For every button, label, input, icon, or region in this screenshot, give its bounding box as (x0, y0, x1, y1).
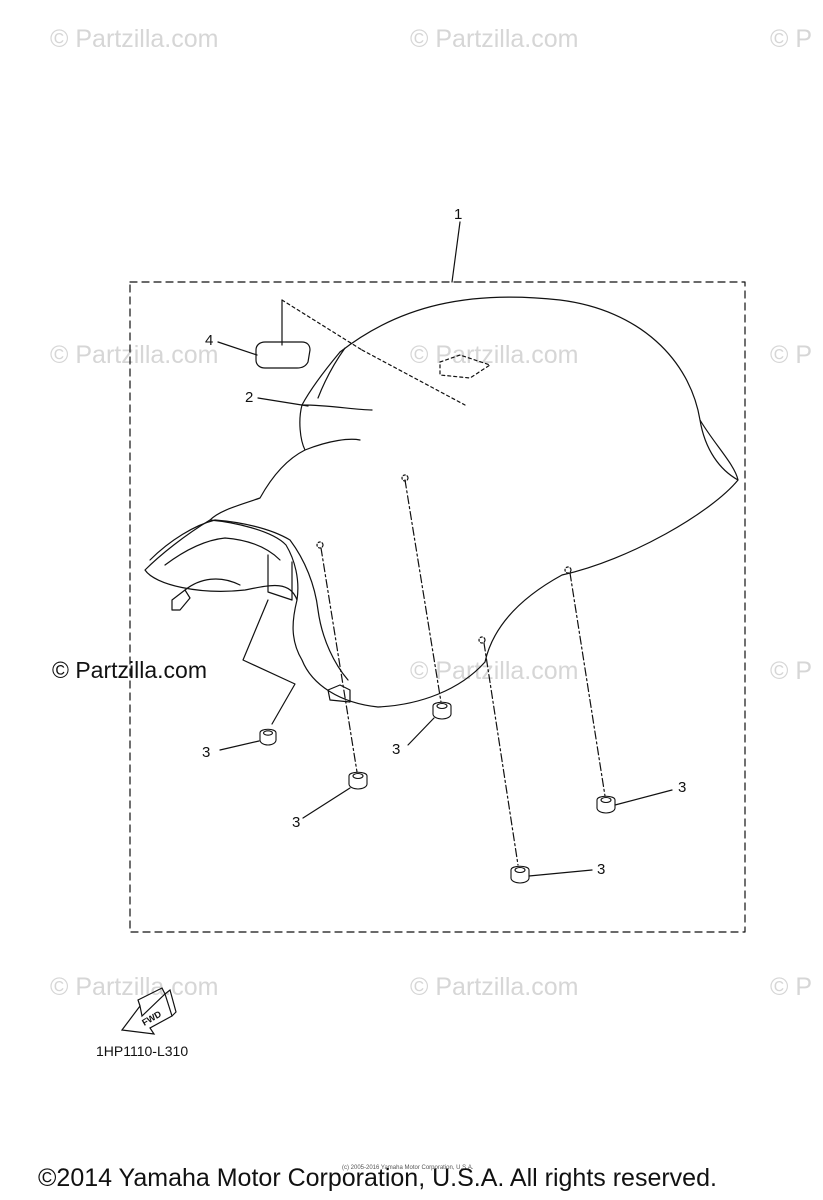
callout-1: 1 (454, 206, 463, 223)
alignment-line (320, 547, 358, 773)
seat-seam (699, 419, 739, 481)
seat-bracket (171, 589, 191, 611)
alignment-line (404, 479, 442, 703)
seat-tab (327, 684, 351, 703)
watermark: © Partzilla.com (50, 341, 219, 369)
mount-hole (478, 636, 486, 644)
watermark: © Partzilla.com (410, 25, 579, 53)
leader-line (217, 341, 258, 356)
damper (259, 728, 277, 746)
watermark: © Partzilla.com (50, 25, 219, 53)
damper (596, 795, 616, 814)
leader-line (407, 717, 435, 746)
callout-3: 3 (678, 779, 687, 796)
copyright-footer: ©2014 Yamaha Motor Corporation, U.S.A. A… (38, 1164, 717, 1192)
fwd-label: FWD (140, 1009, 163, 1028)
leader-line (614, 789, 673, 806)
seat-ridge (304, 438, 361, 451)
leader-line (528, 869, 593, 877)
seat-base (164, 537, 281, 566)
watermark: © P (770, 25, 813, 53)
diagram-code: 1HP1110-L310 (96, 1043, 189, 1059)
leader-line (219, 740, 260, 751)
watermark: © Partzilla.com (410, 341, 579, 369)
callout-2: 2 (245, 389, 254, 406)
damper (432, 701, 452, 720)
leader-line (451, 221, 461, 283)
fine-print: (c) 2005-2016 Yamaha Motor Corporation, … (342, 1165, 474, 1171)
fwd-arrow-icon (120, 987, 177, 1035)
pad-shape (255, 341, 311, 369)
seat-bracket (184, 578, 241, 591)
callout-3: 3 (202, 744, 211, 761)
seat-bracket (267, 554, 293, 601)
mount-hole (564, 566, 572, 574)
seat-outline (144, 296, 739, 708)
alignment-line (569, 572, 606, 797)
mount-hole (316, 541, 324, 549)
callout-4: 4 (205, 332, 214, 349)
watermark: © P (770, 341, 813, 369)
leader-line (302, 787, 351, 819)
placement-bracket (281, 299, 363, 351)
damper (348, 771, 368, 790)
alignment-line (242, 599, 296, 725)
alignment-line (483, 642, 519, 866)
callout-3: 3 (597, 861, 606, 878)
seat-front (209, 351, 341, 521)
watermark: © Partzilla.com (50, 973, 219, 1001)
callout-3: 3 (392, 741, 401, 758)
damper (510, 865, 530, 884)
placement-bracket (439, 354, 491, 379)
seat-lip (317, 347, 346, 399)
watermark: © Partzilla.com (410, 973, 579, 1001)
leader-line (257, 397, 309, 407)
partzilla-brand: © Partzilla.com (52, 657, 207, 683)
callout-3: 3 (292, 814, 301, 831)
seat-ridge (301, 404, 373, 411)
assembly-boundary (129, 281, 746, 933)
watermark: © P (770, 973, 813, 1001)
watermark: © P (770, 657, 813, 685)
placement-bracket (361, 349, 466, 406)
seat-base (149, 519, 349, 681)
